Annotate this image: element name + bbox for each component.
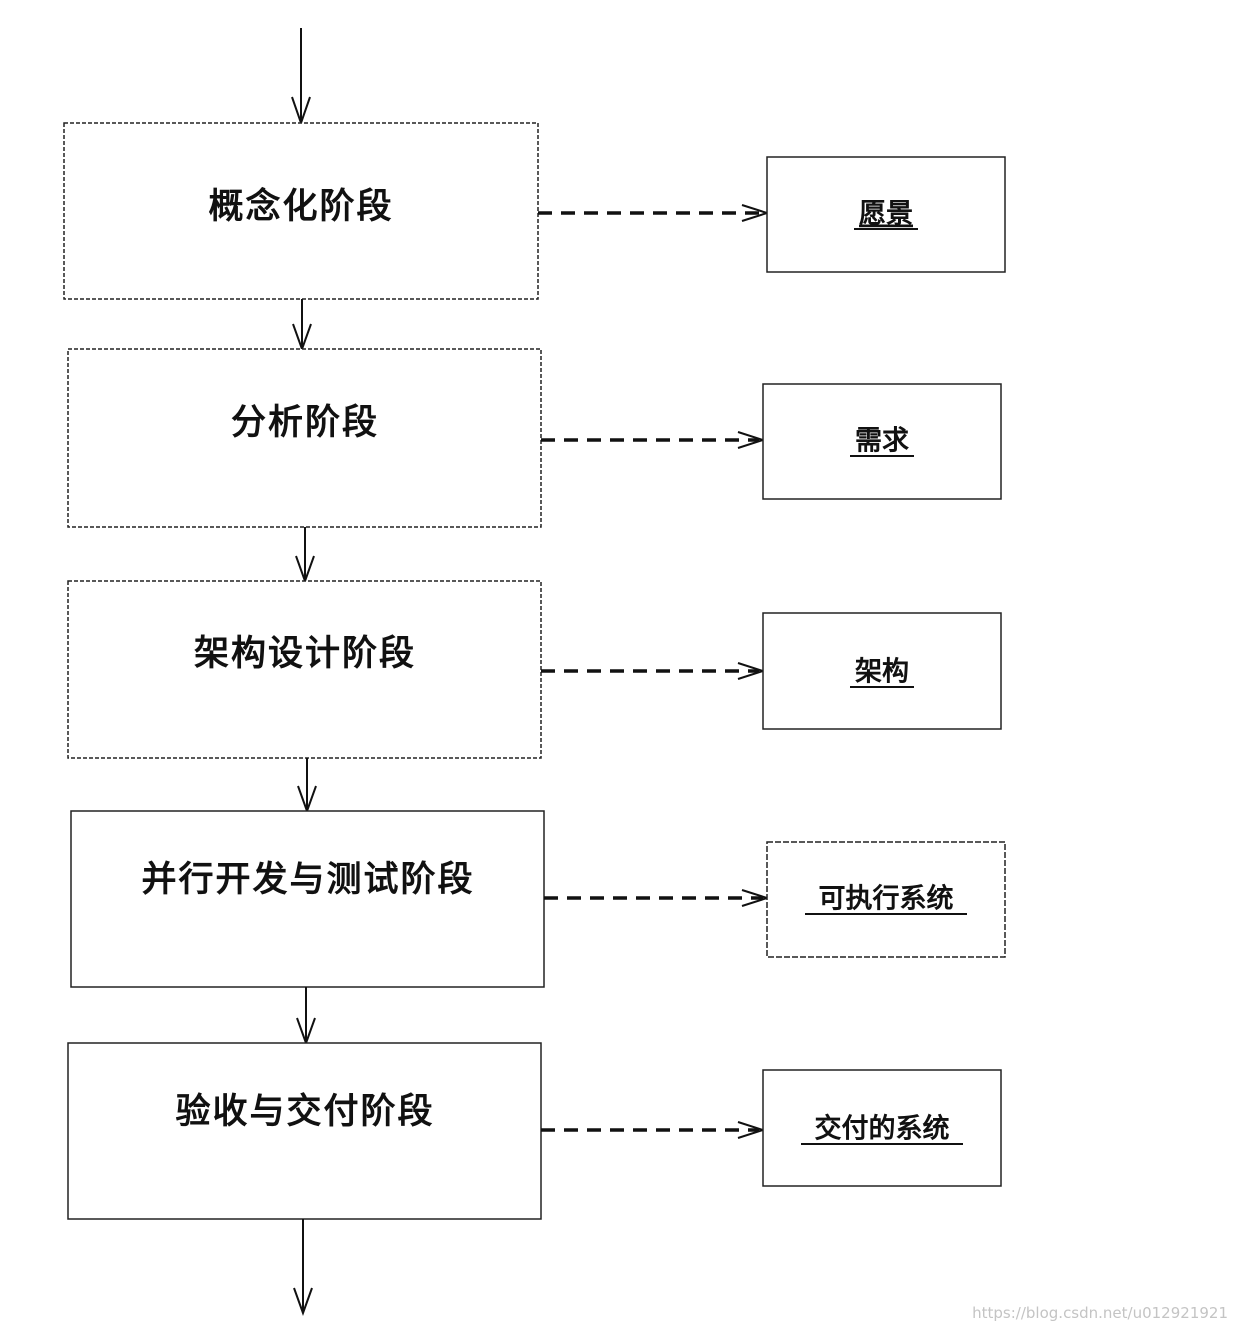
stage-box-acceptance-delivery: 验收与交付阶段 xyxy=(67,1042,542,1220)
stage-label-parallel-dev-test: 并行开发与测试阶段 xyxy=(141,859,474,900)
stage-box-architecture-design: 架构设计阶段 xyxy=(67,580,542,759)
stage-box-parallel-dev-test: 并行开发与测试阶段 xyxy=(70,810,545,988)
stage-box-conceptualization: 概念化阶段 xyxy=(63,122,539,300)
output-arrow-architecture xyxy=(541,662,767,680)
artifact-label-architecture: 架构 xyxy=(855,657,909,688)
entry-arrow xyxy=(291,28,311,127)
exit-arrow xyxy=(293,1219,313,1316)
artifact-label-vision: 愿景 xyxy=(859,199,913,230)
artifact-label-requirements: 需求 xyxy=(855,426,909,457)
artifact-box-vision: 愿景 xyxy=(766,156,1006,273)
output-arrow-requirements xyxy=(541,431,767,449)
stage-box-analysis: 分析阶段 xyxy=(67,348,542,528)
watermark-text: https://blog.csdn.net/u012921921 xyxy=(972,1304,1228,1322)
artifact-label-executable-system: 可执行系统 xyxy=(819,883,954,915)
stage-label-conceptualization: 概念化阶段 xyxy=(208,186,393,227)
output-arrow-delivered-system xyxy=(541,1121,767,1139)
artifact-box-architecture: 架构 xyxy=(762,612,1002,730)
artifact-box-delivered-system: 交付的系统 xyxy=(762,1069,1002,1187)
flow-arrow-1 xyxy=(292,299,312,352)
stage-label-analysis: 分析阶段 xyxy=(231,402,379,443)
stage-label-acceptance-delivery: 验收与交付阶段 xyxy=(175,1091,434,1132)
flow-arrow-3 xyxy=(297,758,317,814)
output-arrow-vision xyxy=(538,204,771,222)
flow-arrow-4 xyxy=(296,987,316,1046)
output-arrow-executable-system xyxy=(544,889,771,907)
artifact-box-requirements: 需求 xyxy=(762,383,1002,500)
artifact-label-delivered-system: 交付的系统 xyxy=(815,1113,950,1145)
flow-arrow-2 xyxy=(295,527,315,584)
stage-label-architecture-design: 架构设计阶段 xyxy=(194,633,416,674)
artifact-box-executable-system: 可执行系统 xyxy=(766,841,1006,958)
